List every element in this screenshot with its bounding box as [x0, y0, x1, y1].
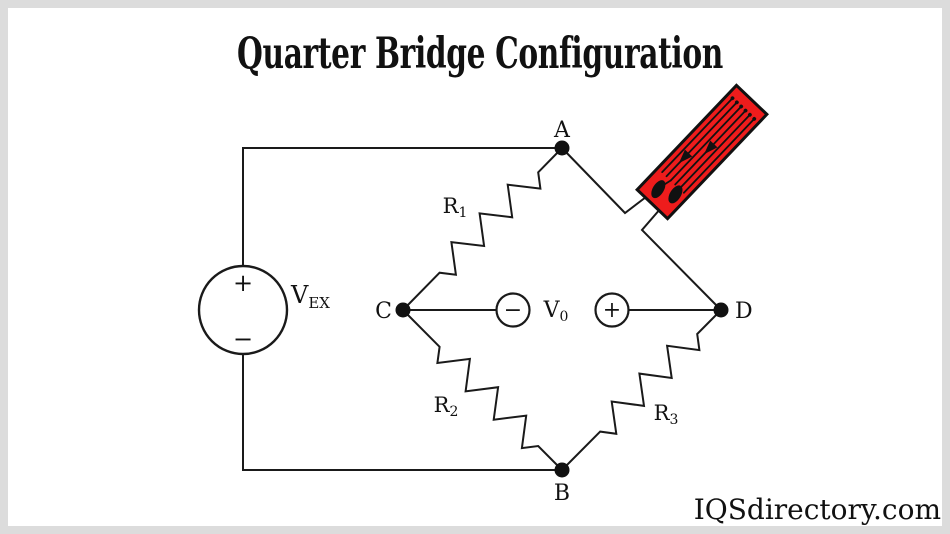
- node-b-label: B: [554, 481, 570, 506]
- wire-source-top: [242, 147, 562, 267]
- voltage-source: + − VEX: [197, 264, 330, 356]
- strain-gauge-grid: [659, 97, 756, 197]
- voltage-source-circle: [197, 264, 289, 356]
- canvas: [8, 8, 942, 526]
- strain-gauge-solder-pad: [651, 180, 666, 199]
- wire-arm-a-to-gauge: [561, 147, 651, 215]
- voltage-source-plus-sign: +: [233, 269, 253, 297]
- strain-gauge: [635, 83, 769, 221]
- voltage-source-label-sub: EX: [308, 294, 330, 312]
- watermark: IQSdirectory.com: [694, 493, 941, 526]
- strain-gauge-arrow-icon: [678, 149, 693, 164]
- output-plus-sign: +: [603, 298, 621, 323]
- strain-gauge-solder-pad: [668, 185, 683, 204]
- voltage-source-label: VEX: [290, 281, 330, 312]
- strain-gauge-arrow-icon: [704, 140, 718, 155]
- wire-source-bottom: [242, 353, 562, 471]
- resistor-r3-label: R3: [654, 401, 679, 428]
- output-voltage-label-sub: 0: [559, 309, 568, 325]
- node-b-dot: [554, 462, 570, 478]
- output-minus-terminal: [495, 292, 531, 328]
- node-a-dot: [554, 140, 570, 156]
- node-d-dot: [713, 302, 729, 318]
- wire-gauge-to-d: [640, 207, 722, 311]
- resistor-r1-zigzag: [402, 147, 563, 311]
- resistor-r3-zigzag: [561, 309, 722, 471]
- strain-gauge-grid-end-dots: [730, 96, 757, 121]
- strain-gauge-body: [635, 83, 769, 221]
- page-title: Quarter Bridge Configuration: [237, 29, 723, 79]
- output-plus-terminal: [594, 292, 630, 328]
- resistor-r2-zigzag: [402, 309, 563, 471]
- output-voltage-label: V0: [543, 298, 569, 325]
- node-d-label: D: [735, 299, 753, 324]
- node-c-label: C: [375, 299, 392, 324]
- resistor-r1-label: R1: [443, 194, 468, 221]
- output-meter: − + V0: [495, 292, 630, 328]
- voltage-source-minus-sign: −: [233, 325, 253, 353]
- resistor-r2-label: R2: [434, 393, 459, 420]
- node-c-dot: [395, 302, 411, 318]
- node-a-label: A: [553, 118, 571, 143]
- output-minus-sign: −: [504, 298, 522, 323]
